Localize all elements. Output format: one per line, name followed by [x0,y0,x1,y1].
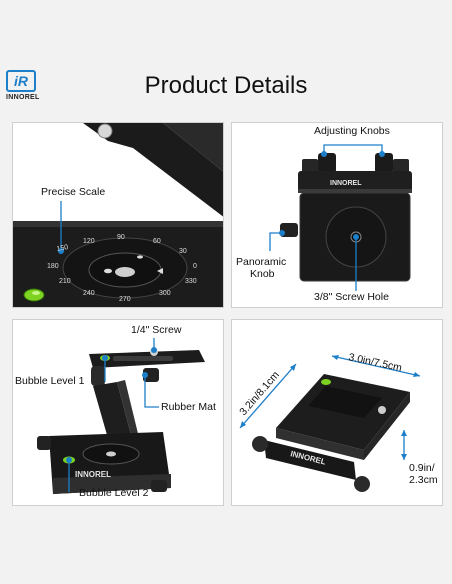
label-screw-hole: 3/8" Screw Hole [314,291,389,303]
dimensions-illustration [239,355,421,492]
scale-number: 270 [119,296,131,303]
label-bubble-level-1: Bubble Level 1 [15,375,85,387]
label-precise-scale: Precise Scale [41,186,106,198]
label-quarter-screw: 1/4" Screw [131,324,182,336]
label-rubber-mat: Rubber Mat [161,401,216,413]
scale-number: 0 [193,263,197,270]
base-brand-text: INNOREL [75,470,111,479]
panel-precise-scale: 150 120 90 60 30 0 330 300 270 240 210 1… [12,122,224,308]
scale-number: 210 [59,278,71,285]
clamp-brand-layer: INNOREL [330,180,362,187]
clamp-brand-text: INNOREL [290,449,327,466]
scale-number: 90 [117,234,125,241]
page-title: Product Details [144,72,308,99]
label-knob: Knob [250,268,275,280]
label-bubble-level-2: Bubble Level 2 [79,487,149,499]
header: iR INNOREL Product Details [0,0,452,115]
logo-brand-text: INNOREL [6,94,40,101]
scale-number: 120 [83,238,95,245]
brand-logo: iR INNOREL [6,70,40,108]
scale-number: 150 [56,244,69,253]
dimension-width: 3.0in/7.5cm [347,351,403,374]
dimensions-text-layer: INNOREL 3.0in/7.5cm 3.2in/8.1cm [237,351,403,466]
label-adjusting-knobs: Adjusting Knobs [314,125,390,137]
panel-knobs-screw-hole: INNOREL Adjusting Knobs Panoramic Knob 3… [231,122,443,308]
bracket-illustration [37,338,205,494]
dimension-depth: 3.2in/8.1cm [237,369,282,418]
logo-mark: iR [6,70,36,92]
scale-number: 60 [153,238,161,245]
scale-number: 300 [159,290,171,297]
bracket-brand-layer: INNOREL [75,470,111,479]
dimension-height-line1: 0.9in/ [409,462,435,474]
scale-numbers-layer: 150 120 90 60 30 0 330 300 270 240 210 1… [47,234,197,303]
scale-number: 240 [83,290,95,297]
panel-full-bracket: INNOREL 1/4" Screw Bubble Level 1 Rubber… [12,319,224,506]
scale-number: 330 [185,278,197,285]
panel-dimensions: INNOREL 3.0in/7.5cm 3.2in/8.1cm 0.9in/ 2… [231,319,443,506]
label-panoramic: Panoramic [236,256,287,268]
scale-number: 30 [179,248,187,255]
dimension-height-line2: 2.3cm [409,474,438,486]
scale-number: 180 [47,263,59,270]
clamp-brand-text: INNOREL [330,180,362,187]
clamp-illustration [269,144,412,291]
base-scale-illustration [13,123,223,307]
